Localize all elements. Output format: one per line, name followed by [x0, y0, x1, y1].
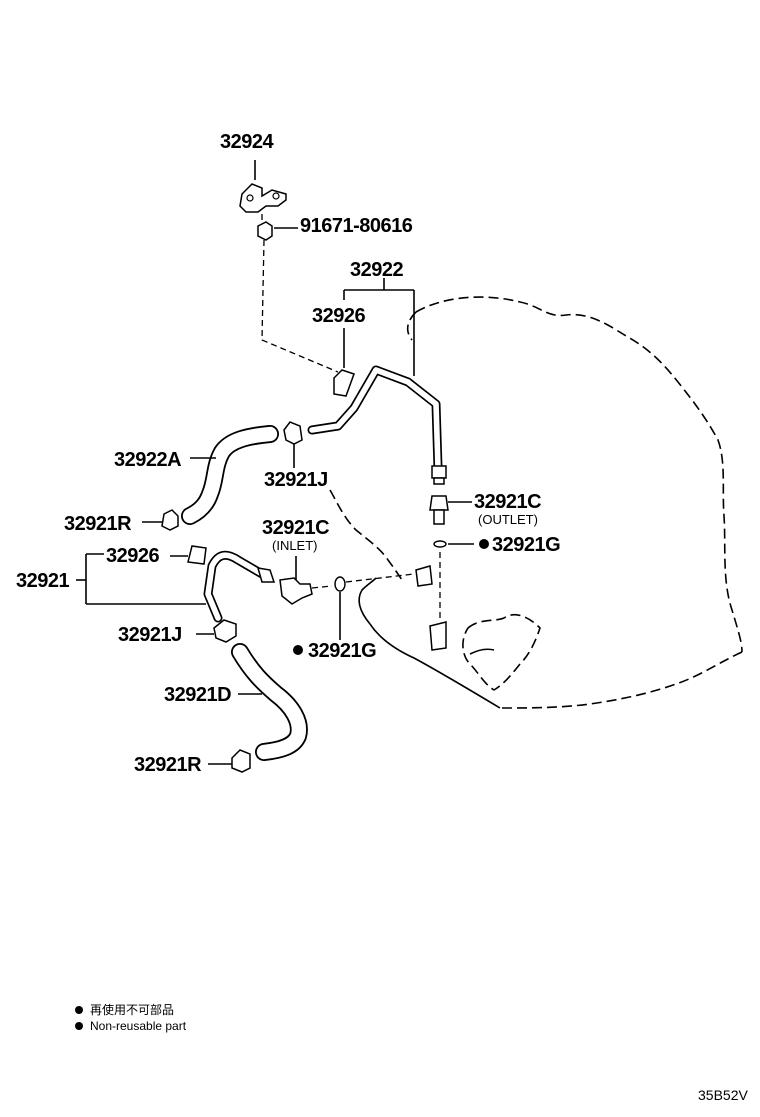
fitting-32921C-outlet [429, 495, 472, 525]
label-32921G-right: 32921G [492, 534, 560, 556]
oring-32921G-right [433, 539, 489, 549]
clamp-32921R-bottom [208, 749, 251, 773]
transmission-housing-outline [329, 296, 743, 709]
label-32921R-bottom: 32921R [134, 754, 202, 776]
hose-32921D [231, 643, 308, 761]
label-inlet: (INLET) [272, 538, 318, 553]
label-32922A: 32922A [114, 449, 181, 471]
legend: 再使用不可部品 Non-reusable part [75, 1002, 187, 1033]
label-32921R-top: 32921R [64, 513, 132, 535]
leader-32922 [343, 278, 415, 376]
label-32926-mid: 32926 [106, 545, 159, 567]
legend-en: Non-reusable part [90, 1019, 187, 1033]
fitting-32921C-inlet [279, 556, 333, 605]
clamp-32921J-top [283, 421, 303, 468]
leader-32921 [76, 553, 206, 605]
case-port-upper [415, 565, 433, 587]
pipe-32921 [203, 550, 276, 623]
label-32921C-inlet: 32921C [262, 517, 329, 539]
label-32922: 32922 [350, 259, 403, 281]
label-32921: 32921 [16, 570, 69, 592]
oring-32921G-bottom [293, 573, 415, 655]
clamp-32921R-top [142, 509, 179, 531]
clamp-32921J-mid [196, 619, 237, 643]
case-port-lower [429, 621, 447, 651]
label-32921G-bottom: 32921G [308, 640, 376, 662]
hose-32926-top [333, 328, 355, 397]
bolt-91671-80616 [257, 221, 298, 241]
label-91671-80616: 91671-80616 [300, 215, 413, 237]
label-32921D: 32921D [164, 684, 231, 706]
label-32926-top: 32926 [312, 305, 365, 327]
label-32924: 32924 [220, 131, 274, 153]
legend-bullet-icon [75, 1006, 83, 1014]
diagram-code: 35B52V [698, 1087, 748, 1103]
legend-jp: 再使用不可部品 [90, 1002, 174, 1017]
hose-32926-mid [170, 545, 207, 565]
label-32921J-mid: 32921J [118, 624, 182, 646]
pipe-32922 [307, 365, 447, 485]
hose-32922A [181, 425, 279, 525]
legend-bullet-icon [75, 1022, 83, 1030]
bolt-leader-dashed [261, 214, 339, 373]
label-outlet: (OUTLET) [478, 512, 538, 527]
label-32921J-top: 32921J [264, 469, 328, 491]
bracket-32924 [239, 160, 287, 213]
label-32921C-outlet: 32921C [474, 491, 541, 513]
